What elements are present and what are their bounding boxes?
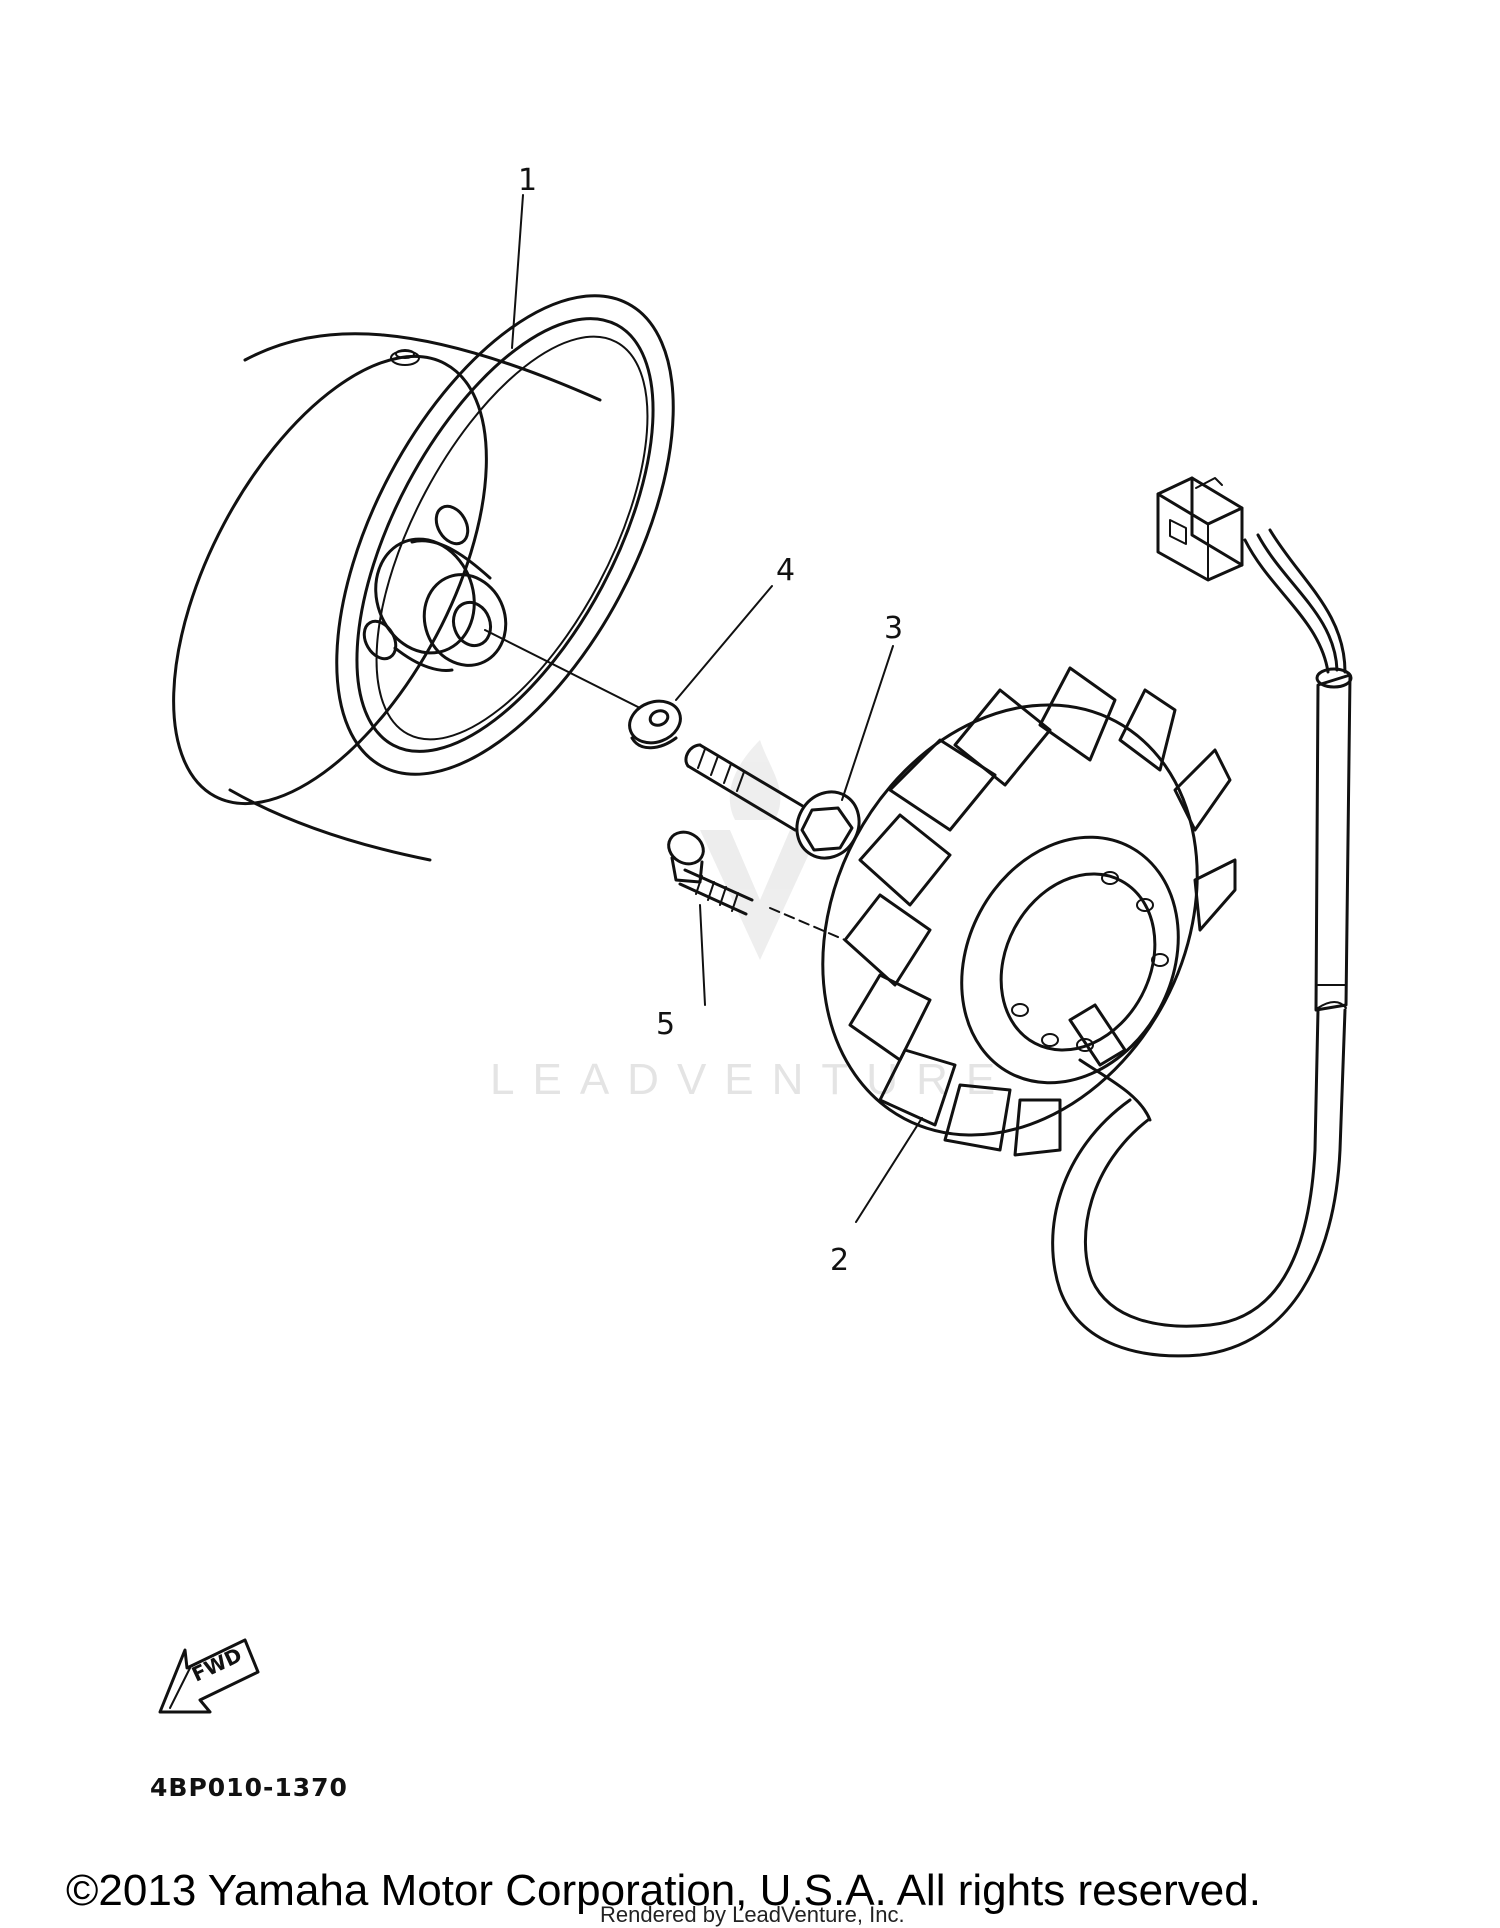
stator-assembly xyxy=(821,666,1237,1157)
washer xyxy=(628,699,682,750)
callout-2: 2 xyxy=(830,1243,849,1278)
screw xyxy=(667,830,846,941)
callout-4: 4 xyxy=(776,553,795,588)
callout-1: 1 xyxy=(518,163,537,198)
fwd-arrow-icon: FWD xyxy=(158,1638,260,1714)
lead-wire xyxy=(1051,476,1353,1358)
diagram-code: 4BP010-1370 xyxy=(150,1773,348,1802)
rendered-by-text: Rendered by LeadVenture, Inc. xyxy=(600,1902,905,1927)
watermark-text: LEADVENTURE xyxy=(490,1055,1013,1104)
callout-3: 3 xyxy=(884,611,903,646)
copyright-text: ©2013 Yamaha Motor Corporation, U.S.A. A… xyxy=(66,1866,1261,1915)
callout-5: 5 xyxy=(656,1007,675,1042)
callout-leaders xyxy=(511,194,923,1223)
fwd-label: FWD xyxy=(188,1643,246,1687)
leadventure-watermark: LEADVENTURE xyxy=(490,740,1013,1104)
flywheel-rotor xyxy=(172,294,675,862)
flange-bolt xyxy=(684,743,861,860)
